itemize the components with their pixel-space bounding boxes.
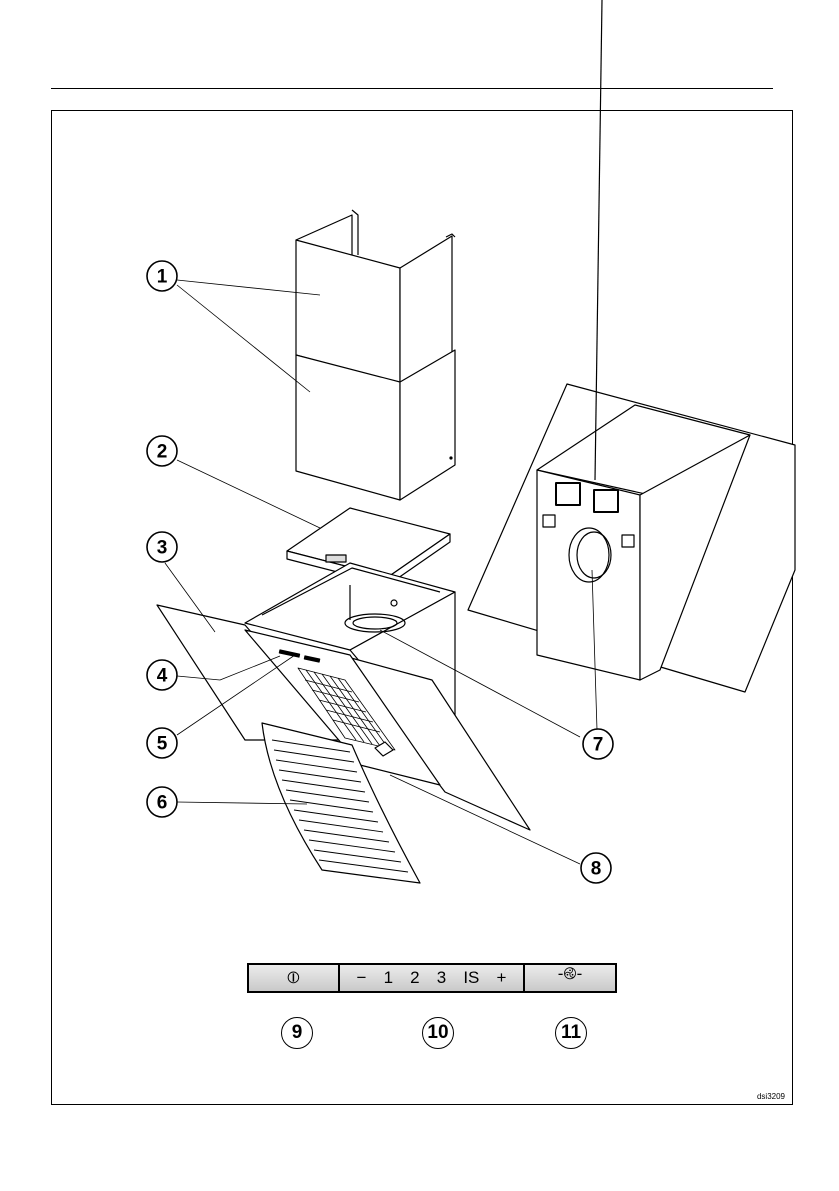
- callout-2: 2: [146, 435, 178, 467]
- light-icon: -࿋-: [557, 964, 583, 983]
- filter-grid: [297, 667, 396, 751]
- svg-text:2: 2: [157, 442, 168, 463]
- figure-frame: [51, 110, 793, 1105]
- svg-text:6: 6: [157, 793, 168, 814]
- power-icon: ⦶: [287, 968, 300, 987]
- speed-2-button[interactable]: 2: [410, 968, 420, 987]
- speed-3-button[interactable]: 3: [436, 968, 447, 987]
- callout-8: 8: [580, 852, 612, 884]
- control-panel: ⦶ − 1 2 3 IS + -࿋-: [247, 963, 617, 993]
- callout-6: 6: [146, 786, 178, 818]
- speed-buttons: − 1 2 3 IS +: [340, 963, 525, 993]
- grease-filter: [261, 722, 421, 884]
- callout-1: 1: [146, 260, 178, 292]
- svg-text:1: 1: [157, 267, 168, 288]
- hood-rear-view: [467, 0, 796, 693]
- header-rule: [51, 88, 773, 89]
- speed-plus-button[interactable]: +: [496, 968, 507, 987]
- svg-text:4: 4: [157, 666, 168, 687]
- svg-text:5: 5: [157, 734, 168, 755]
- callout-7: 7: [582, 728, 614, 760]
- callout-3: 3: [146, 531, 178, 563]
- callout-9: 9: [281, 1017, 313, 1049]
- callout-11: 11: [555, 1017, 587, 1049]
- front-panel: [244, 629, 441, 786]
- figure-code: dsi3209: [756, 1092, 785, 1101]
- svg-text:8: 8: [591, 859, 602, 880]
- callout-4: 4: [146, 659, 178, 691]
- svg-text:7: 7: [593, 735, 604, 756]
- power-button[interactable]: ⦶: [247, 963, 340, 993]
- leader-lines: [164, 279, 598, 865]
- svg-text:3: 3: [157, 538, 168, 559]
- callout-5: 5: [146, 727, 178, 759]
- callout-10: 10: [422, 1017, 454, 1049]
- light-button[interactable]: -࿋-: [525, 963, 617, 993]
- speed-1-button[interactable]: 1: [383, 968, 394, 987]
- chimney: [295, 209, 456, 501]
- speed-intensive-button[interactable]: IS: [463, 968, 480, 987]
- speed-minus-button[interactable]: −: [356, 968, 367, 987]
